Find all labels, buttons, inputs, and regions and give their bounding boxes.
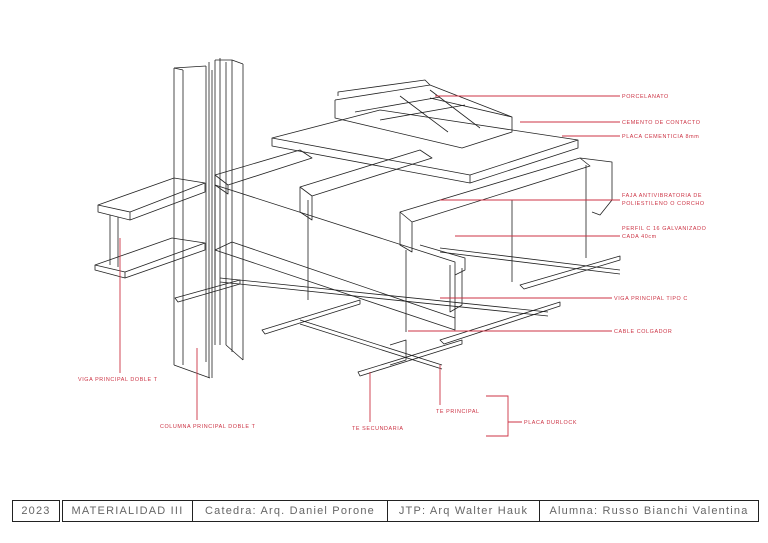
label-viga-principal-c: VIGA PRINCIPAL TIPO C: [614, 296, 688, 302]
label-te-secundaria: TE SECUNDARIA: [352, 426, 404, 432]
title-block-year: 2023: [12, 500, 60, 522]
main-beam-c: [214, 184, 466, 331]
title-jtp: JTP: Arq Walter Hauk: [388, 501, 540, 521]
label-placa-cementicia: PLACA CEMENTICIA 8mm: [622, 134, 699, 140]
label-columna-doble-t: COLUMNA PRINCIPAL DOBLE T: [160, 424, 256, 430]
label-placa-durlock: PLACA DURLOCK: [524, 420, 577, 426]
linework: [94, 58, 621, 379]
hanger-wires: [214, 165, 587, 332]
year-text: 2023: [21, 505, 51, 517]
label-faja-line2: POLIESTILENO O CORCHO: [622, 201, 705, 207]
title-block: MATERIALIDAD III Catedra: Arq. Daniel Po…: [62, 500, 759, 522]
label-perfil-line2: CADA 40cm: [622, 234, 657, 240]
title-chair: Catedra: Arq. Daniel Porone: [193, 501, 388, 521]
floor-layers: [271, 79, 579, 184]
leader-lines: [119, 95, 620, 437]
c-profiles: [214, 149, 613, 253]
ceiling-grid: [174, 247, 621, 377]
label-te-principal: TE PRINCIPAL: [436, 409, 480, 415]
callout-labels: PORCELANATO CEMENTO DE CONTACTO PLACA CE…: [78, 94, 706, 432]
beam-double-t-left: [94, 177, 206, 279]
label-faja-line1: FAJA ANTIVIBRATORIA DE: [622, 193, 702, 199]
column-double-t: [173, 58, 244, 379]
label-cemento-contacto: CEMENTO DE CONTACTO: [622, 120, 701, 126]
label-perfil-line1: PERFIL C 16 GALVANIZADO: [622, 226, 706, 232]
title-student: Alumna: Russo Bianchi Valentina: [549, 505, 749, 517]
label-porcelanato: PORCELANATO: [622, 94, 669, 100]
label-cable-colgador: CABLE COLGADOR: [614, 329, 672, 335]
title-course: MATERIALIDAD III: [63, 501, 193, 521]
label-viga-doble-t: VIGA PRINCIPAL DOBLE T: [78, 377, 158, 383]
